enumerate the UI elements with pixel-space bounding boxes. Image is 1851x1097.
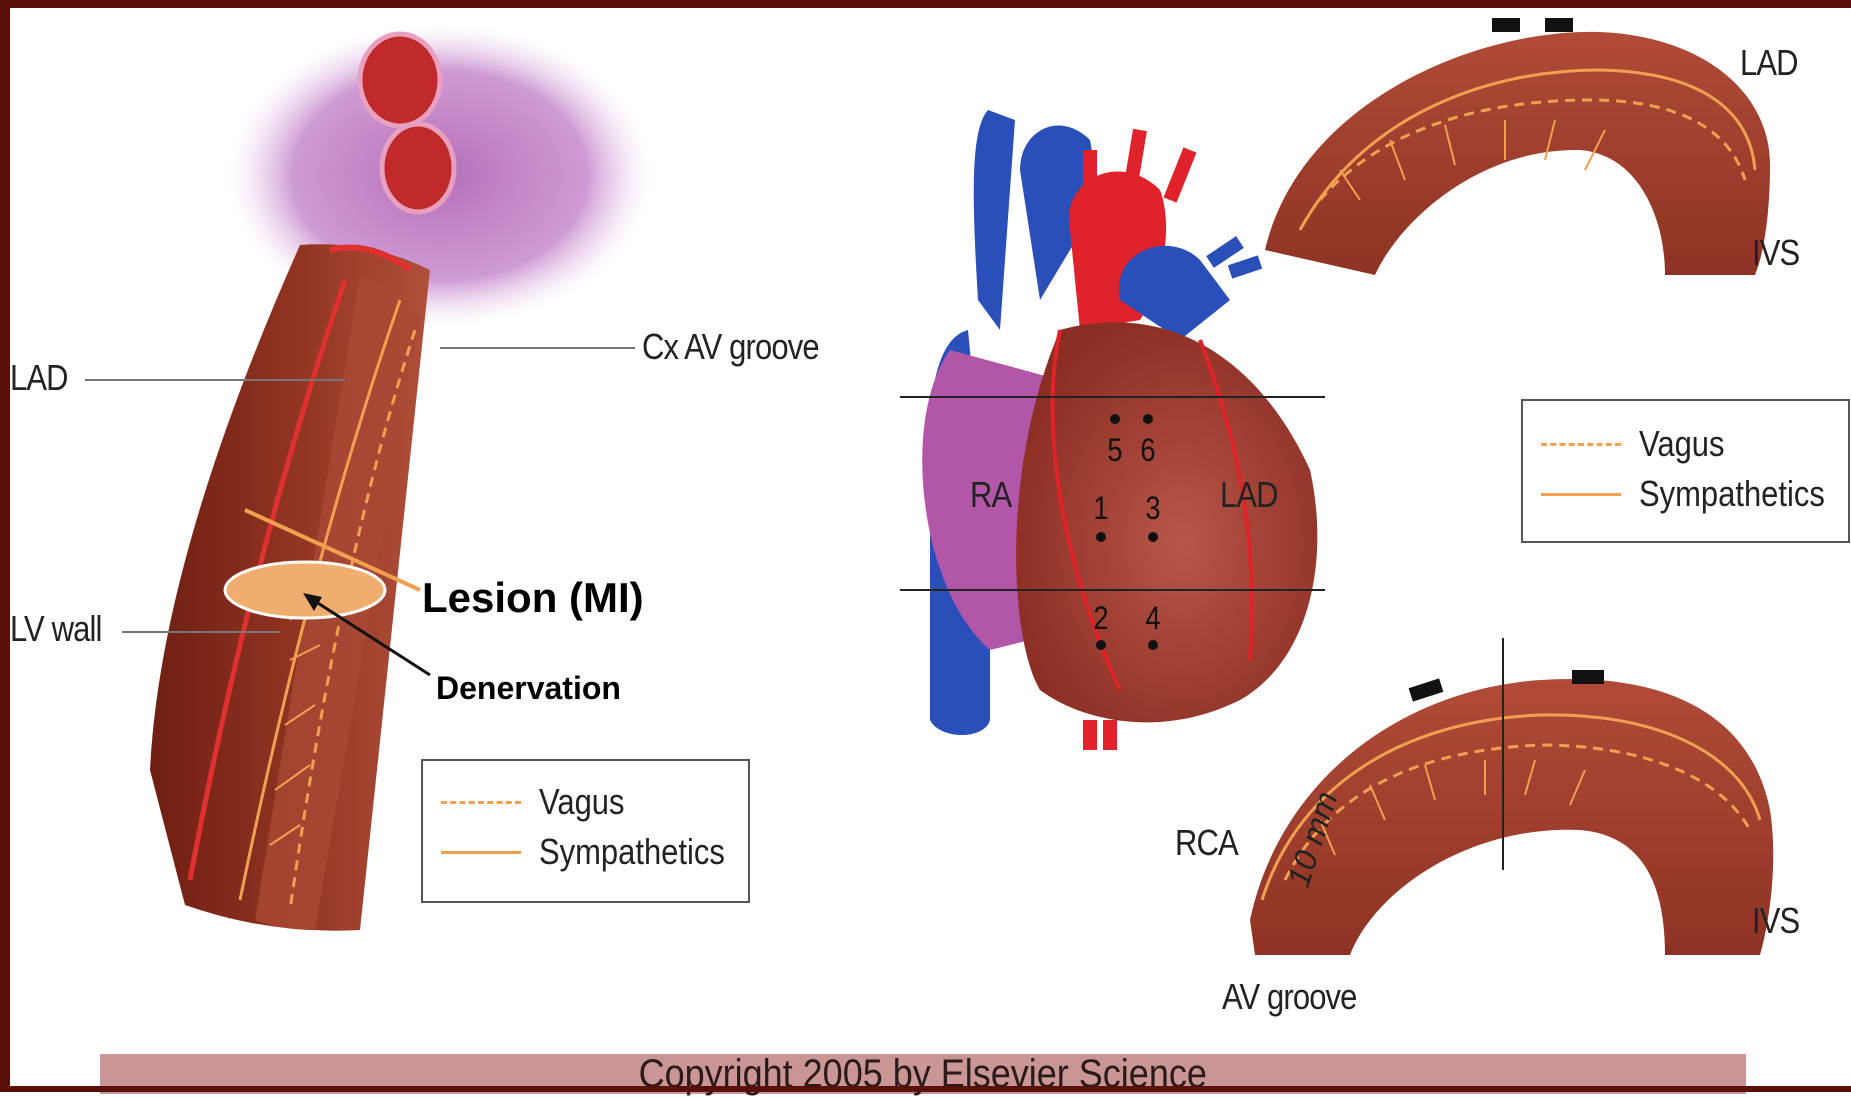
site-dot-1 xyxy=(1096,532,1106,542)
site-dot-5 xyxy=(1110,414,1120,424)
legend-row-sympathetics: Sympathetics xyxy=(441,831,755,873)
lad-label-center: LAD xyxy=(1220,474,1278,516)
site-number-1: 1 xyxy=(1093,490,1108,527)
legend-vagus-label-right: Vagus xyxy=(1639,423,1724,465)
legend-row-vagus: Vagus xyxy=(441,781,638,823)
site-dot-2 xyxy=(1096,640,1106,650)
right-top-band xyxy=(1265,18,1770,275)
legend-sympathetics-label: Sympathetics xyxy=(539,831,725,873)
lv-wall-label: LV wall xyxy=(10,608,101,650)
vessel-opening-upper xyxy=(360,34,440,126)
ivs-label-bottom: IVS xyxy=(1752,900,1799,942)
lesion-ellipse xyxy=(225,562,385,618)
sympathetics-line-swatch xyxy=(441,851,521,854)
site-dot-6 xyxy=(1143,414,1153,424)
left-legend: Vagus Sympathetics xyxy=(421,759,750,903)
ra-label: RA xyxy=(970,474,1011,516)
denervation-label: Denervation xyxy=(436,670,621,707)
lesion-label: Lesion (MI) xyxy=(422,574,644,622)
lad-label-right: LAD xyxy=(1740,42,1798,84)
site-dot-4 xyxy=(1148,640,1158,650)
lad-label-left: LAD xyxy=(10,357,68,399)
cx-av-groove-label: Cx AV groove xyxy=(642,326,819,368)
site-number-2: 2 xyxy=(1093,600,1108,637)
vessel-opening-lower xyxy=(382,124,454,212)
legend-vagus-label: Vagus xyxy=(539,781,624,823)
slide-frame-bottom xyxy=(0,1086,1851,1092)
rca-label: RCA xyxy=(1175,822,1238,864)
ivs-label-top: IVS xyxy=(1752,232,1799,274)
right-legend: Vagus Sympathetics xyxy=(1521,399,1850,543)
av-groove-label: AV groove xyxy=(1222,976,1357,1018)
site-number-5: 5 xyxy=(1107,432,1122,469)
legend-row-sympathetics-right: Sympathetics xyxy=(1541,473,1851,515)
legend-row-vagus-right: Vagus xyxy=(1541,423,1738,465)
sympathetics-line-swatch-right xyxy=(1541,493,1621,496)
site-dot-3 xyxy=(1148,532,1158,542)
site-number-6: 6 xyxy=(1140,432,1155,469)
site-number-3: 3 xyxy=(1145,490,1160,527)
center-heart xyxy=(900,110,1325,750)
vagus-line-swatch xyxy=(441,801,521,804)
site-number-4: 4 xyxy=(1145,600,1160,637)
legend-sympathetics-label-right: Sympathetics xyxy=(1639,473,1825,515)
vagus-line-swatch-right xyxy=(1541,443,1621,446)
